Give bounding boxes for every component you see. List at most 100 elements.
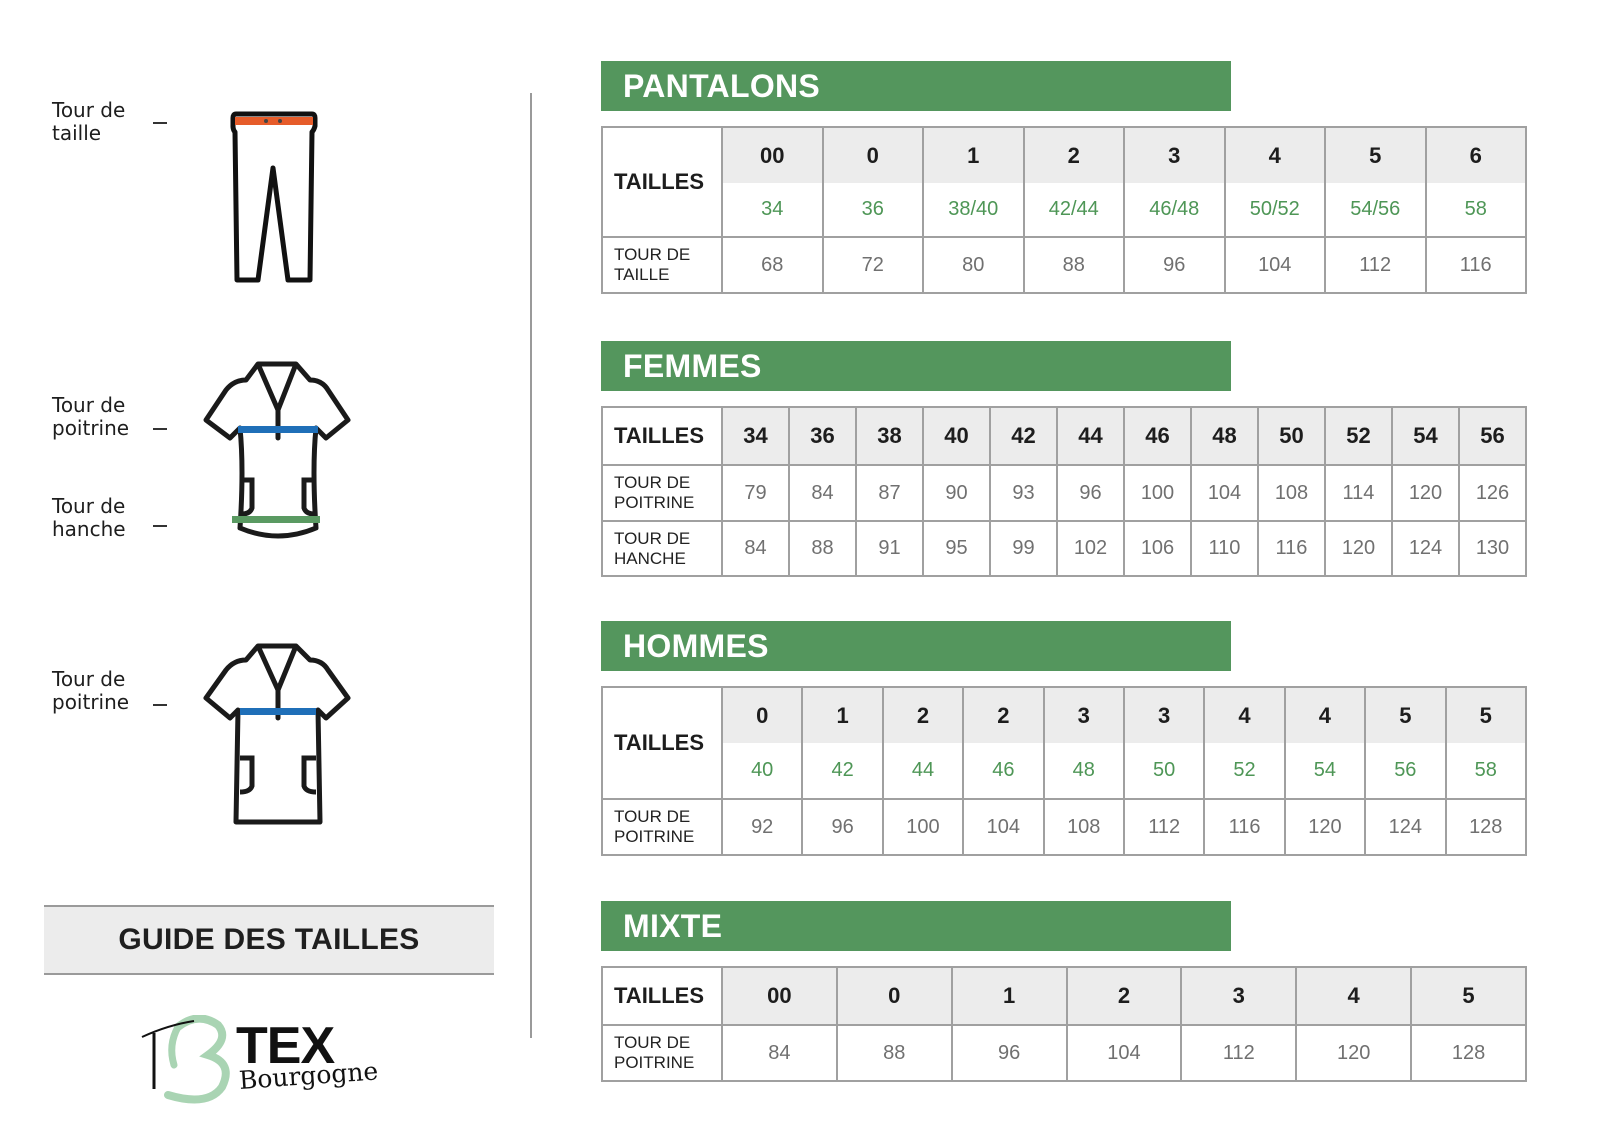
value-cell: 108 xyxy=(1257,464,1326,522)
femmes-title: FEMMES xyxy=(623,347,762,384)
femmes-table: TAILLES 34 36 38 40 42 44 46 48 50 52 54… xyxy=(601,406,1527,577)
value-cell: 99 xyxy=(989,520,1058,577)
size-cell: 56 xyxy=(1458,406,1527,466)
tailles-label: TAILLES xyxy=(614,423,705,448)
value-cell: 126 xyxy=(1458,464,1527,522)
guide-title-box: GUIDE DES TAILLES xyxy=(44,905,494,975)
row-label-line2: TAILLE xyxy=(614,265,670,284)
size-cell: 3 xyxy=(1122,686,1206,743)
men-chest-dash xyxy=(153,704,167,706)
needle-b-icon xyxy=(141,1015,230,1104)
value-cell: 112 xyxy=(1180,1024,1298,1082)
size-cell: 1 xyxy=(950,966,1068,1026)
equivalent-cell: 44 xyxy=(881,743,965,800)
sizes-row: TAILLES 34 36 38 40 42 44 46 48 50 52 54… xyxy=(601,406,1527,466)
equivalent-cell: 52 xyxy=(1203,743,1286,800)
men-tunic-icon xyxy=(203,643,351,825)
mixte-title: MIXTE xyxy=(623,907,723,944)
value-cell: 124 xyxy=(1391,520,1460,577)
size-cell: 2 xyxy=(1022,126,1125,183)
size-cell: 0 xyxy=(821,126,924,183)
vertical-divider xyxy=(530,93,532,1038)
row-label-tailles: TAILLES xyxy=(601,686,723,800)
size-cell: 5 xyxy=(1324,126,1427,183)
value-cell: 68 xyxy=(721,236,824,294)
equivalent-cell: 40 xyxy=(720,743,804,800)
value-cell: 88 xyxy=(1022,236,1125,294)
value-cell: 124 xyxy=(1364,798,1447,856)
row-label-tailles: TAILLES xyxy=(601,406,723,466)
equivalents-row: 40 42 44 46 48 50 52 54 56 58 xyxy=(602,743,1528,800)
value-cell: 100 xyxy=(1123,464,1192,522)
size-cell: 5 xyxy=(1410,966,1527,1026)
row-label-line2: POITRINE xyxy=(614,1053,695,1072)
value-cell: 80 xyxy=(922,236,1025,294)
row-label-line1: TOUR DE xyxy=(614,1033,691,1052)
size-cell: 2 xyxy=(1065,966,1183,1026)
women-hip-label: Tour de hanche xyxy=(52,495,126,541)
waist-label: Tour de taille xyxy=(52,99,125,145)
value-cell: 88 xyxy=(788,520,857,577)
equivalent-cell: 42 xyxy=(801,743,884,800)
waist-label-line2: taille xyxy=(52,121,102,145)
women-tunic-icon xyxy=(203,361,351,539)
size-cell: 4 xyxy=(1223,126,1326,183)
value-cell: 72 xyxy=(821,236,924,294)
size-cell: 3 xyxy=(1042,686,1125,743)
value-cell: 104 xyxy=(1065,1024,1183,1082)
women-chest-marker xyxy=(238,426,318,433)
value-cell: 112 xyxy=(1122,798,1206,856)
tailles-label: TAILLES xyxy=(614,983,705,1008)
equivalent-cell: 42/44 xyxy=(1022,183,1125,238)
size-cell: 1 xyxy=(801,686,884,743)
women-chest-label-line2: poitrine xyxy=(52,416,130,440)
tailles-label: TAILLES xyxy=(614,169,705,194)
size-cell: 0 xyxy=(835,966,953,1026)
value-cell: 104 xyxy=(1190,464,1259,522)
men-chest-marker xyxy=(240,708,316,715)
men-chest-label: Tour de poitrine xyxy=(52,668,129,714)
women-chest-dash xyxy=(153,428,167,430)
size-cell: 4 xyxy=(1203,686,1286,743)
equivalent-cell: 50 xyxy=(1122,743,1206,800)
sizes-row: TAILLES 00 0 1 2 3 4 5 xyxy=(601,966,1527,1026)
equivalent-cell: 54/56 xyxy=(1324,183,1427,238)
size-cell: 36 xyxy=(788,406,857,466)
row-label-line1: TOUR DE xyxy=(614,473,691,492)
waist-marker xyxy=(235,117,313,125)
brand-logo: TEX Bourgogne xyxy=(138,1015,379,1105)
value-cell: 120 xyxy=(1295,1024,1413,1082)
tailles-label: TAILLES xyxy=(614,730,705,755)
value-cell: 102 xyxy=(1056,520,1125,577)
women-chest-label-line1: Tour de xyxy=(52,393,126,417)
size-cell: 00 xyxy=(721,966,838,1026)
section-pantalons: PANTALONS TAILLES 00 0 1 2 3 4 5 6 34 36… xyxy=(601,61,1527,294)
equivalents-row: 34 36 38/40 42/44 46/48 50/52 54/56 58 xyxy=(602,183,1527,238)
size-cell: 38 xyxy=(855,406,924,466)
size-cell: 48 xyxy=(1190,406,1259,466)
value-cell: 84 xyxy=(721,520,790,577)
equivalent-cell: 54 xyxy=(1283,743,1367,800)
men-chest-label-line2: poitrine xyxy=(52,690,130,714)
section-femmes: FEMMES TAILLES 34 36 38 40 42 44 46 48 5… xyxy=(601,341,1527,577)
mixte-banner: MIXTE xyxy=(601,901,1231,951)
women-hip-label-line1: Tour de xyxy=(52,494,126,518)
women-hip-marker xyxy=(232,516,320,523)
value-cell: 84 xyxy=(721,1024,838,1082)
row-label-line1: TOUR DE xyxy=(614,528,691,548)
size-cell: 4 xyxy=(1283,686,1367,743)
size-cell: 42 xyxy=(989,406,1058,466)
size-cell: 00 xyxy=(721,126,824,183)
equivalent-cell: 50/52 xyxy=(1223,183,1326,238)
pantalons-table: TAILLES 00 0 1 2 3 4 5 6 34 36 38/40 42/… xyxy=(601,126,1527,294)
men-chest-label-line1: Tour de xyxy=(52,667,126,691)
equivalent-cell: 38/40 xyxy=(922,183,1025,238)
equivalent-cell: 56 xyxy=(1364,743,1447,800)
hommes-banner: HOMMES xyxy=(601,621,1231,671)
value-cell: 96 xyxy=(1056,464,1125,522)
value-cell: 90 xyxy=(922,464,991,522)
